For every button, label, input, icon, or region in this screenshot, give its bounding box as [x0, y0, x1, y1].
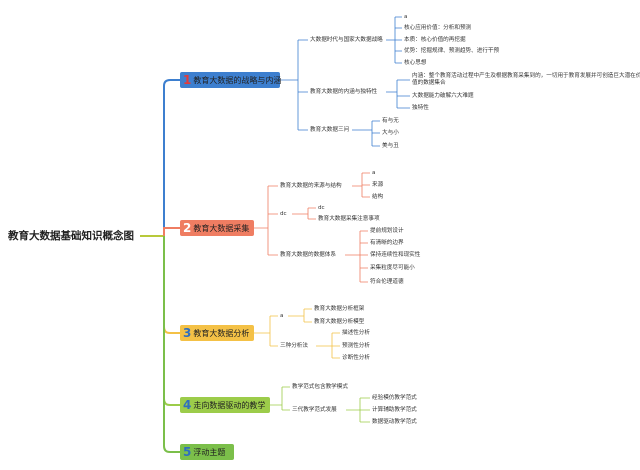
subtopic[interactable]: 三代教学范式发展 — [292, 407, 337, 413]
topic-number: 5 — [183, 445, 192, 459]
trunk-to-topic-4 — [163, 236, 180, 406]
topic-1-branches — [280, 16, 410, 147]
leaf[interactable]: 本质：核心价值的再挖掘 — [404, 37, 466, 43]
topic-number: 4 — [183, 398, 192, 412]
leaf[interactable]: 描述性分析 — [342, 330, 370, 336]
leaf[interactable]: 保持连续性和现实性 — [370, 252, 421, 258]
topic-number: 2 — [183, 221, 192, 235]
leaf[interactable]: 教育大数据采集注意事项 — [318, 216, 380, 222]
topic-number: 3 — [183, 326, 192, 340]
leaf[interactable]: 提前规划设计 — [370, 228, 404, 234]
subtopic[interactable]: 教育大数据的内涵与独特性 — [310, 89, 378, 95]
subtopic[interactable]: 教育大数据三问 — [310, 127, 350, 133]
leaf[interactable]: 大与小 — [382, 130, 399, 136]
subtopic[interactable]: dc — [280, 211, 287, 217]
leaf[interactable]: 内涵：整个教育活动过程中产生及根据教育采集到的，一切用于教育发展并可创造巨大潜在… — [412, 73, 640, 86]
leaf[interactable]: 诊断性分析 — [342, 355, 370, 361]
trunk-to-topic-2 — [163, 227, 180, 236]
topic-label: 教育大数据分析 — [193, 329, 250, 338]
topic-2-branches — [254, 172, 370, 283]
leaf[interactable]: a — [372, 170, 376, 176]
leaf[interactable]: 教育大数据分析模型 — [314, 319, 365, 325]
subtopic[interactable]: 三种分析法 — [280, 343, 308, 349]
leaf[interactable]: 数据驱动教学范式 — [372, 419, 417, 425]
subtopic[interactable]: 教育大数据的来源与结构 — [280, 183, 342, 189]
subtopic[interactable]: a — [280, 313, 284, 319]
topic-3-branches — [254, 308, 340, 359]
leaf[interactable]: 美与丑 — [382, 143, 399, 149]
trunk-to-topic-1 — [163, 79, 180, 236]
topic-label: 走向数据驱动的教学 — [193, 401, 266, 410]
subtopic[interactable]: 教学范式包含教学模式 — [292, 384, 348, 390]
leaf[interactable]: 经验模仿教学范式 — [372, 395, 417, 401]
topic-label: 教育大数据的战略与内涵 — [193, 76, 282, 85]
leaf[interactable]: 独特性 — [412, 105, 429, 111]
leaf[interactable]: 来源 — [372, 182, 384, 188]
leaf[interactable]: 计算辅助教学范式 — [372, 407, 417, 413]
trunk-to-topic-5 — [163, 236, 180, 453]
subtopic[interactable]: 大数据时代与国家大数据战略 — [310, 37, 383, 43]
leaf[interactable]: 大数据能力破解六大难题 — [412, 93, 474, 99]
leaf[interactable]: 结构 — [372, 194, 384, 200]
topic-number: 1 — [183, 73, 192, 87]
leaf[interactable]: a — [404, 14, 408, 20]
leaf[interactable]: 教育大数据分析框架 — [314, 306, 365, 312]
leaf[interactable]: 预测性分析 — [342, 343, 370, 349]
topic-label: 教育大数据采集 — [193, 224, 250, 233]
leaf[interactable]: 采集粒度尽可能小 — [370, 265, 415, 271]
topic-4-branches — [270, 386, 370, 423]
leaf[interactable]: 核心应用价值：分析和预测 — [404, 25, 472, 31]
leaf[interactable]: 有与无 — [382, 118, 399, 124]
topic-label: 浮动主题 — [193, 448, 226, 457]
subtopic[interactable]: 教育大数据的数据体系 — [280, 252, 336, 258]
leaf[interactable]: 核心思想 — [404, 60, 427, 66]
leaf[interactable]: dc — [318, 205, 325, 211]
trunk-to-topic-3 — [163, 236, 180, 334]
root-topic[interactable]: 教育大数据基础知识概念图 — [8, 230, 134, 242]
leaf[interactable]: 有清晰的边界 — [370, 240, 404, 246]
leaf[interactable]: 符合伦理道德 — [370, 279, 404, 285]
leaf[interactable]: 优势：挖掘规律、预测趋势、进行干预 — [404, 48, 500, 54]
